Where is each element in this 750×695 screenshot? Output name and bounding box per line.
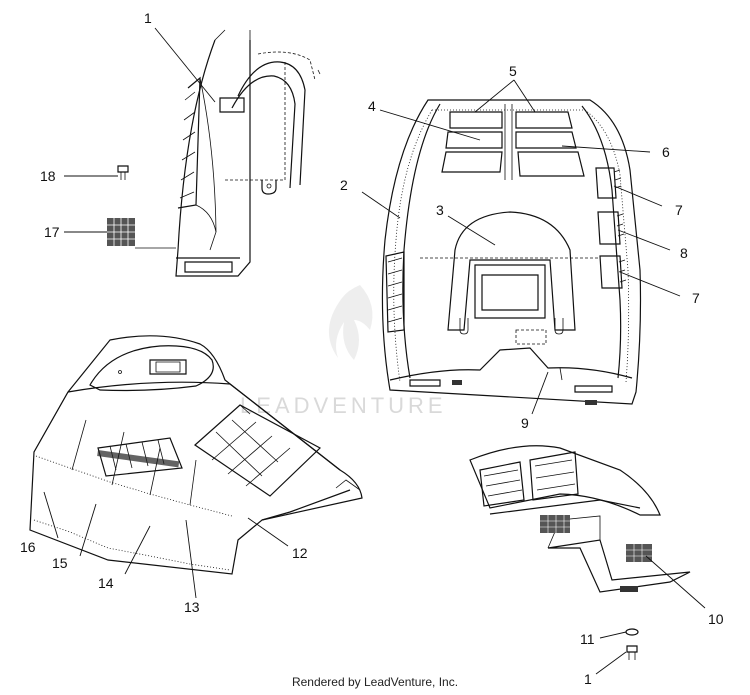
side-panel-detail xyxy=(175,29,321,277)
callout-labels: 1 18 17 2 3 4 5 6 7 8 7 9 16 15 14 13 12… xyxy=(20,10,724,687)
callout-10: 10 xyxy=(708,611,724,627)
callout-4: 4 xyxy=(368,98,376,114)
callout-14: 14 xyxy=(98,575,114,591)
callout-5: 5 xyxy=(509,63,517,79)
callout-13: 13 xyxy=(184,599,200,615)
watermark-text: LEADVENTURE xyxy=(240,393,447,418)
callout-16: 16 xyxy=(20,539,36,555)
callout-17: 17 xyxy=(44,224,60,240)
callout-6: 6 xyxy=(662,144,670,160)
callout-1-bottom: 1 xyxy=(584,671,592,687)
callout-2: 2 xyxy=(340,177,348,193)
watermark-logo xyxy=(328,285,373,360)
callout-18: 18 xyxy=(40,168,56,184)
callout-7-lower: 7 xyxy=(692,290,700,306)
callout-15: 15 xyxy=(52,555,68,571)
hood-outside-view xyxy=(29,335,363,575)
render-credit: Rendered by LeadVenture, Inc. xyxy=(291,675,459,689)
screw-part xyxy=(117,165,129,180)
callout-3: 3 xyxy=(436,202,444,218)
callout-11: 11 xyxy=(580,631,595,647)
callout-1-top: 1 xyxy=(144,10,152,26)
callout-9: 9 xyxy=(521,415,529,431)
callout-12: 12 xyxy=(292,545,308,561)
leader-lines xyxy=(43,27,706,675)
mount-bracket-detail xyxy=(469,445,691,660)
callout-7-upper: 7 xyxy=(675,202,683,218)
callout-8: 8 xyxy=(680,245,688,261)
hood-inside-view xyxy=(381,99,642,405)
mesh-patch xyxy=(107,218,176,249)
